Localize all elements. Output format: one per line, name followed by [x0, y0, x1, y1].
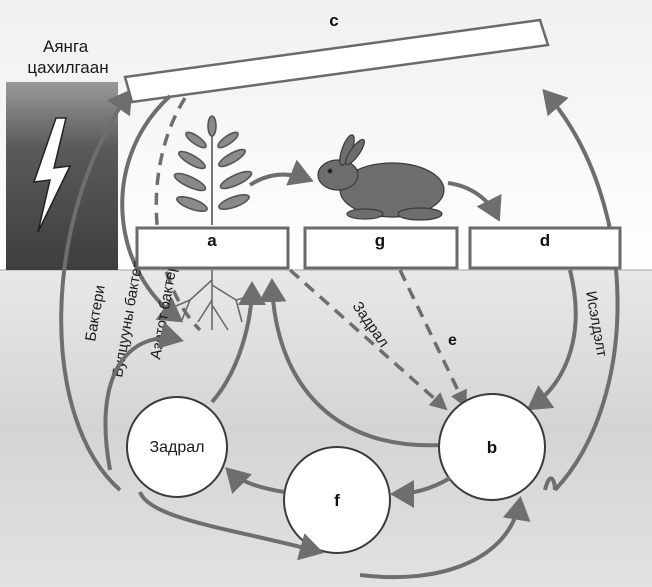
box-c-label: c: [329, 11, 338, 30]
circle-b-label: b: [487, 438, 497, 457]
circle-b: b: [439, 394, 545, 500]
box-d: d: [470, 228, 620, 268]
box-g: g: [305, 228, 457, 268]
circle-f: f: [284, 447, 390, 553]
box-d-label: d: [540, 231, 550, 250]
box-a-label: a: [207, 231, 217, 250]
box-g-label: g: [375, 231, 385, 250]
label-e: e: [448, 332, 457, 349]
circle-decay-label: Задрал: [149, 439, 204, 456]
circle-f-label: f: [334, 491, 340, 510]
box-a: a: [137, 228, 288, 268]
circle-decay: Задрал: [127, 397, 227, 497]
